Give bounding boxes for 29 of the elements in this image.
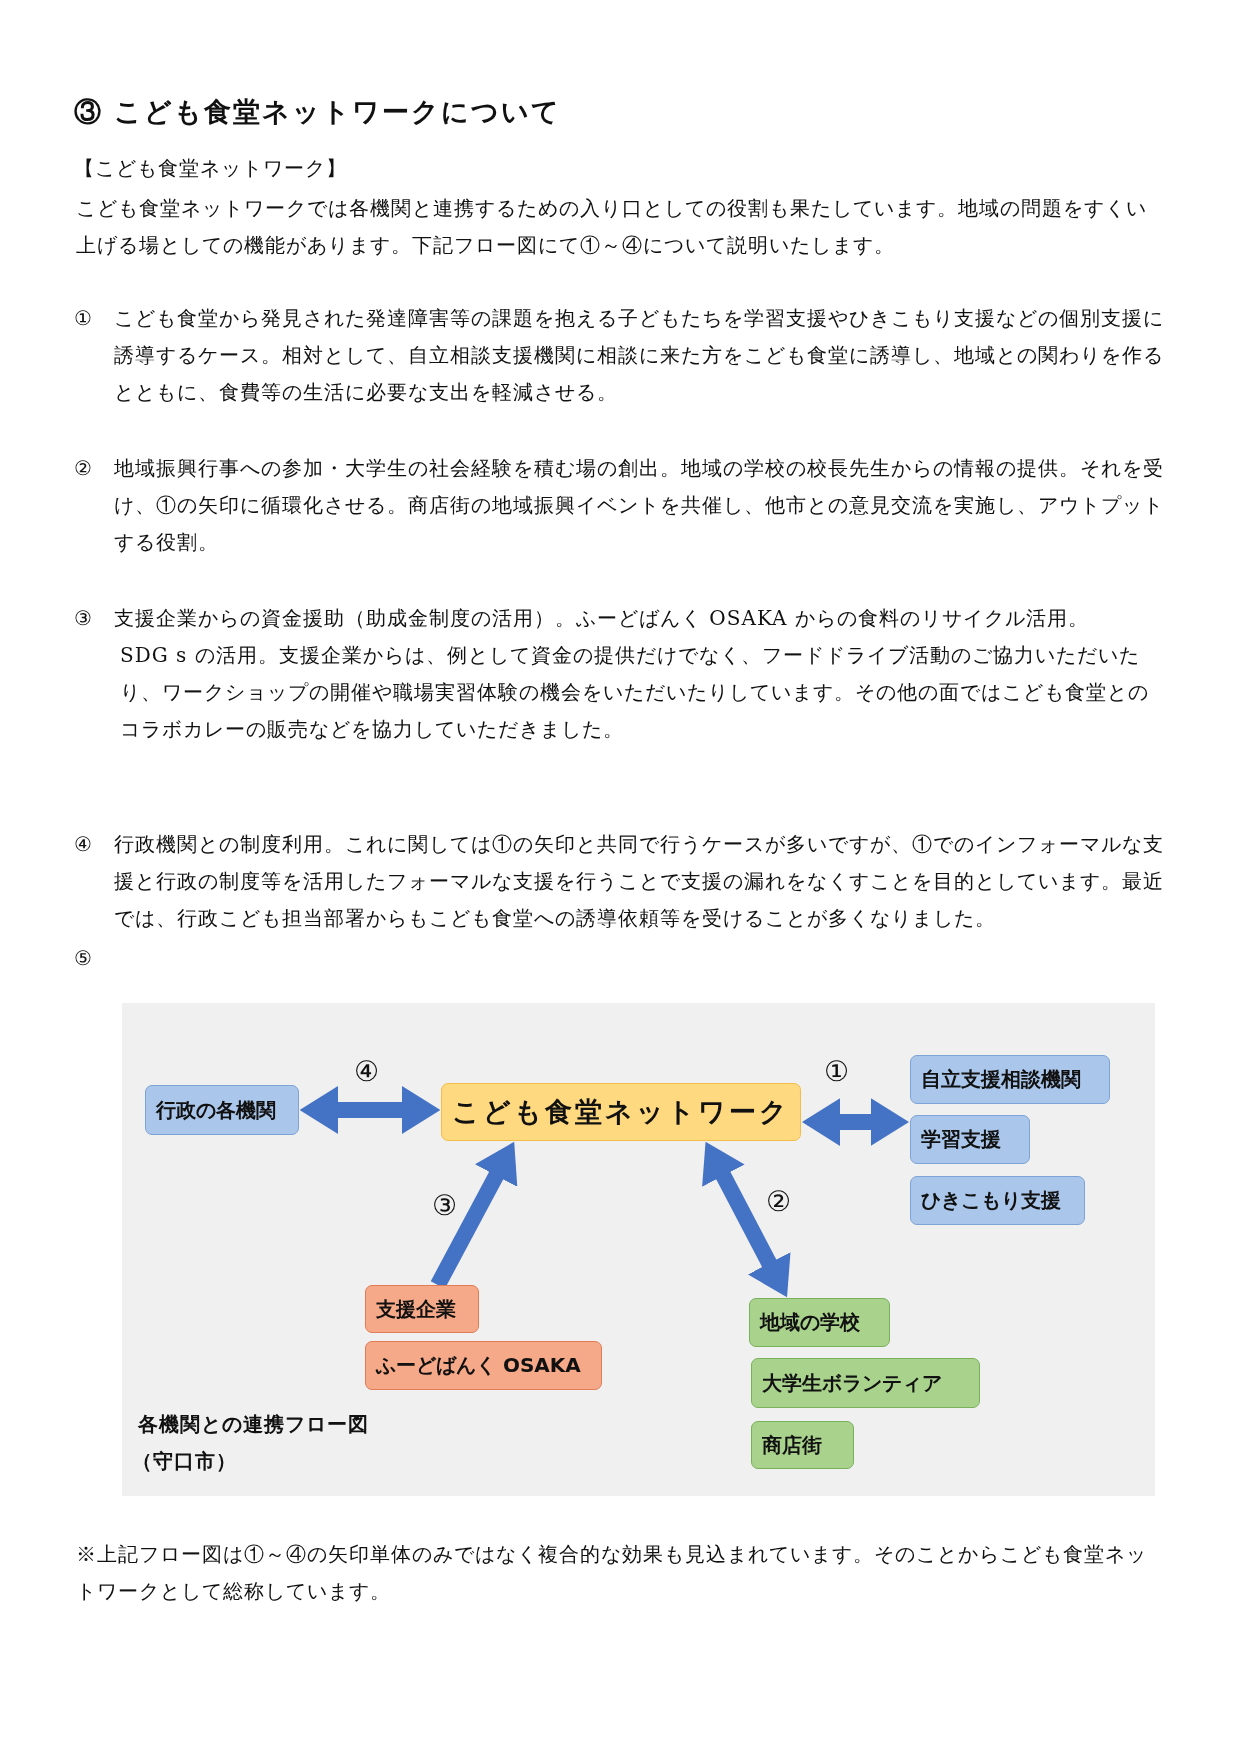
paragraph: SDG s の活用。支援企業からは、例として資金の提供だけでなく、フードドライブ活動のご協力いただいたり、ワークショップの開催や職場実習体験の機会をいただいたりしています。その他の面ではこども食堂とのコラボカレーの販売などを協力していただきました。 [120, 642, 1150, 743]
paragraph: 地域振興行事への参加・大学生の社会経験を積む場の創出。地域の学校の校長先生からの情報の提供。それを受け、①の矢印に循環化させる。商店街の地域振興イベントを共催し、他市との意見交流を実施し、アウトプットする役割。 [114, 455, 1165, 556]
block-arrow [299, 1086, 441, 1134]
list-number: ④ [74, 831, 94, 858]
organization-box: 地域の学校 [749, 1298, 890, 1347]
organization-box: 学習支援 [910, 1115, 1030, 1164]
block-arrow [801, 1098, 910, 1146]
section-heading: 【こども食堂ネットワーク】 [74, 155, 348, 182]
block-arrow [702, 1141, 791, 1298]
diagram-caption: （守口市） [132, 1448, 238, 1475]
organization-box: 行政の各機関 [145, 1085, 299, 1135]
paragraph: 行政機関との制度利用。これに関しては①の矢印と共同で行うケースが多いですが、①でのインフォーマルな支援と行政の制度等を活用したフォーマルな支援を行うことで支援の漏れをなくすことを目的としています。最近では、行政こども担当部署からもこども食堂への誘導依頼等を受けることが多くなりました。 [114, 831, 1165, 932]
list-number: ② [74, 455, 94, 482]
paragraph: こども食堂ネットワークでは各機関と連携するための入り口としての役割も果たしています。地域の問題をすくい上げる場としての機能があります。下記フロー図にて①～④について説明いたします。 [76, 195, 1148, 259]
network-box: こども食堂ネットワーク [441, 1083, 801, 1141]
footnote: ※上記フロー図は①～④の矢印単体のみではなく複合的な効果も見込まれています。そのことからこども食堂ネットワークとして総称しています。 [76, 1541, 1148, 1605]
organization-box: 自立支援相談機関 [910, 1055, 1110, 1104]
paragraph: 支援企業からの資金援助（助成金制度の活用）。ふーどばんく OSAKA からの食料のリサイクル活用。 [114, 605, 1090, 632]
list-number: ⑤ [74, 945, 94, 972]
organization-box: ふーどばんく OSAKA [365, 1341, 602, 1390]
organization-box: ひきこもり支援 [910, 1176, 1085, 1225]
list-number: ③ [74, 605, 94, 632]
page-title: ③ こども食堂ネットワークについて [74, 95, 562, 129]
organization-box: 商店街 [751, 1421, 854, 1469]
organization-box: 支援企業 [365, 1285, 479, 1333]
organization-box: 大学生ボランティア [751, 1358, 980, 1408]
list-number: ① [74, 305, 94, 332]
diagram-caption: 各機関との連携フロー図 [138, 1411, 370, 1438]
paragraph: こども食堂から発見された発達障害等の課題を抱える子どもたちを学習支援やひきこもり支援などの個別支援に誘導するケース。相対として、自立相談支援機関に相談に来た方をこども食堂に誘導し、地域との関わりを作るとともに、食費等の生活に必要な支出を軽減させる。 [114, 305, 1165, 406]
